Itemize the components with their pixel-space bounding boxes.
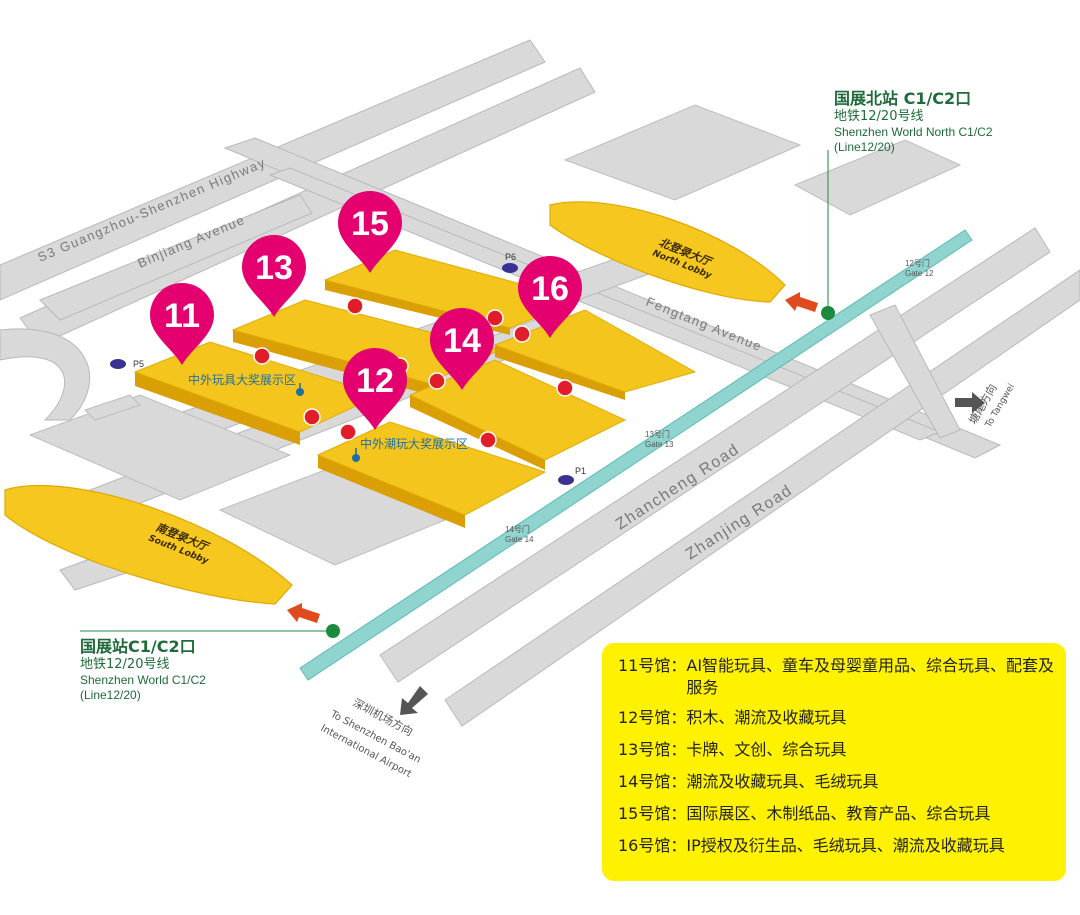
road-binjiang-avenue (39, 194, 313, 321)
legend-row-13: 13号馆： 卡牌、文创、综合玩具 (618, 739, 1056, 761)
legend-desc-16: IP授权及衍生品、毛绒玩具、潮流及收藏玩具 (686, 836, 1005, 855)
road-s3-highway (0, 39, 546, 301)
north-station-label: 国展北站 C1/C2口 地铁12/20号线 Shenzhen World Nor… (834, 89, 993, 155)
legend-desc-14: 潮流及收藏玩具、毛绒玩具 (686, 772, 879, 791)
legend-row-16: 16号馆： IP授权及衍生品、毛绒玩具、潮流及收藏玩具 (618, 835, 1056, 857)
parking: P5 P6 P1 (110, 252, 586, 485)
svg-text:15: 15 (351, 205, 389, 243)
svg-text:11: 11 (164, 297, 200, 335)
svg-text:16: 16 (531, 270, 569, 308)
road-zhancheng (379, 227, 1051, 683)
north-station-title: 国展北站 C1/C2口 (834, 89, 972, 108)
pin-hall-15[interactable]: 15 (338, 191, 402, 273)
hall-12 (316, 421, 547, 516)
north-station-en: Shenzhen World North C1/C2 (834, 125, 993, 140)
road-ramp (0, 328, 91, 421)
legend-row-15: 15号馆： 国际展区、木制纸品、教育产品、综合玩具 (618, 803, 1056, 825)
north-lobby: 北登录大厅 North Lobby (549, 201, 786, 303)
north-station-line: 地铁12/20号线 (834, 109, 924, 124)
hall-legend: 11号馆： AI智能玩具、童车及母婴童用品、综合玩具、配套及服务 12号馆： 积… (602, 643, 1066, 881)
svg-text:14: 14 (443, 322, 481, 360)
north-station-en2: (Line12/20) (834, 140, 895, 155)
parking-p5: P5 (133, 359, 144, 369)
arrow-airport (400, 686, 428, 715)
pin-hall-16[interactable]: 16 (518, 256, 582, 338)
legend-desc-11: AI智能玩具、童车及母婴童用品、综合玩具、配套及服务 (686, 656, 1055, 697)
gate-14-cn: 14号门 (505, 524, 530, 534)
south-station-title: 国展站C1/C2口 (80, 637, 196, 656)
arrow-tangwei (955, 392, 985, 413)
pin-hall-12[interactable]: 12 (343, 348, 407, 430)
legend-row-11: 11号馆： AI智能玩具、童车及母婴童用品、综合玩具、配套及服务 (618, 656, 1055, 697)
svg-text:12: 12 (356, 362, 394, 400)
legend-row-12: 12号馆： 积木、潮流及收藏玩具 (618, 707, 1056, 729)
south-station-label: 国展站C1/C2口 地铁12/20号线 Shenzhen World C1/C2… (80, 637, 206, 703)
legend-desc-12: 积木、潮流及收藏玩具 (686, 708, 847, 727)
south-station-line: 地铁12/20号线 (80, 657, 170, 672)
south-station-en2: (Line12/20) (80, 688, 141, 703)
hall-pins: 11 13 15 16 14 12 (150, 191, 582, 430)
legend-desc-13: 卡牌、文创、综合玩具 (686, 740, 847, 759)
gate-13-cn: 13号门 (645, 429, 670, 439)
buildings (28, 104, 962, 566)
svg-text:13: 13 (255, 249, 293, 287)
pin-hall-13[interactable]: 13 (242, 235, 306, 317)
gate-12-en: Gate 12 (905, 269, 934, 278)
label-zhanjing: Zhanjing Road (683, 482, 796, 564)
parking-p6: P6 (505, 252, 516, 262)
parking-p1: P1 (575, 466, 586, 476)
south-station-en: Shenzhen World C1/C2 (80, 673, 206, 688)
zone-trend-award: 中外潮玩大奖展示区 (360, 436, 468, 451)
metro-north-icon (821, 306, 835, 320)
pin-hall-11[interactable]: 11 (150, 283, 214, 365)
metro-line (299, 229, 973, 681)
gate-12-cn: 12号门 (905, 258, 930, 268)
zone-toy-award: 中外玩具大奖展示区 (188, 372, 296, 387)
arrow-south-entry (287, 603, 320, 623)
legend-desc-15: 国际展区、木制纸品、教育产品、综合玩具 (686, 804, 991, 823)
pin-hall-14[interactable]: 14 (430, 308, 494, 390)
arrow-north-entry (785, 292, 818, 312)
legend-row-14: 14号馆： 潮流及收藏玩具、毛绒玩具 (618, 771, 1056, 793)
gate-14-en: Gate 14 (505, 535, 534, 544)
gate-13-en: Gate 13 (645, 440, 674, 449)
metro-south-icon (326, 624, 340, 638)
